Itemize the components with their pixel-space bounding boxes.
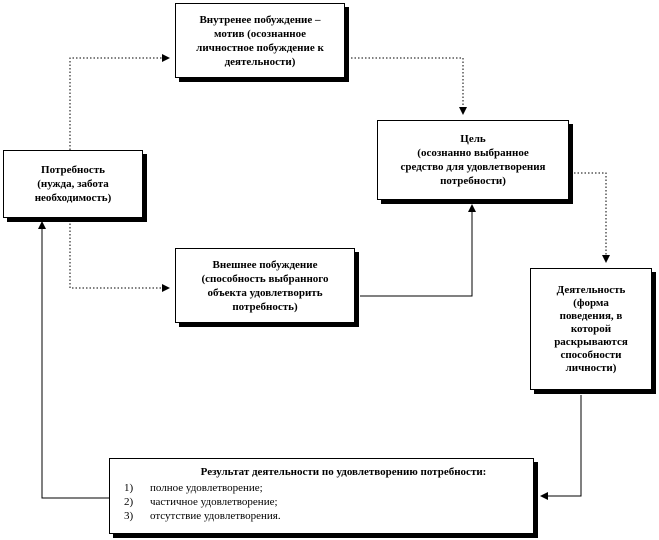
need-box: Потребность (нужда, забота необходимость… <box>3 150 143 218</box>
result-list: 1) полное удовлетворение; 2) частичное у… <box>124 481 523 523</box>
result-title: Результат деятельности по удовлетворению… <box>200 466 487 478</box>
arrow-external-to-goal <box>360 204 476 297</box>
list-item-text: отсутствие удовлетворения. <box>150 510 281 522</box>
result-box: Результат деятельности по удовлетворению… <box>109 458 534 534</box>
motive-line: деятельности) <box>224 55 296 68</box>
activity-line: личности) <box>565 361 617 374</box>
goal-line: Цель <box>460 133 486 145</box>
list-item-number: 3) <box>124 510 134 522</box>
goal-line: средство для удовлетворения <box>400 161 546 173</box>
list-item: 1) полное удовлетворение; <box>124 481 523 495</box>
external-line: потребность) <box>232 300 298 313</box>
need-line: (нужда, забота <box>37 178 109 190</box>
goal-box: Цель (осознанно выбранное средство для у… <box>377 120 569 200</box>
arrow-goal-to-activity <box>574 172 610 263</box>
motive-box: Внутренее побуждение – мотив (осознанное… <box>175 3 345 78</box>
motive-line: мотив (осознанное <box>214 27 306 40</box>
external-line: объекта удовлетворить <box>207 286 323 299</box>
arrow-result-to-need <box>38 221 109 499</box>
activity-line: Деятельность <box>556 283 626 296</box>
external-line: Внешнее побуждение <box>212 258 318 271</box>
motive-line: Внутренее побуждение – <box>199 13 321 26</box>
activity-line: (форма <box>573 296 609 309</box>
activity-line: способности <box>560 348 622 361</box>
list-item: 2) частичное удовлетворение; <box>124 495 523 509</box>
arrow-motive-to-goal <box>351 57 467 115</box>
goal-line: потребности) <box>440 175 506 187</box>
list-item-number: 1) <box>124 482 134 494</box>
list-item-text: частичное удовлетворение; <box>150 496 278 508</box>
activity-line: поведения, в <box>559 309 623 322</box>
external-line: (способность выбранного <box>201 272 329 285</box>
list-item-number: 2) <box>124 496 134 508</box>
activity-line: раскрываются <box>554 335 628 348</box>
goal-line: (осознанно выбранное <box>417 147 529 159</box>
external-box: Внешнее побуждение (способность выбранно… <box>175 248 355 323</box>
arrow-need-to-motive <box>69 54 170 150</box>
need-line: необходимость) <box>34 192 112 204</box>
arrow-need-to-external <box>69 220 170 292</box>
list-item-text: полное удовлетворение; <box>150 482 263 494</box>
arrow-activity-to-result <box>540 395 582 500</box>
activity-box: Деятельность (форма поведения, в которой… <box>530 268 652 390</box>
motive-line: личностное побуждение к <box>196 41 324 54</box>
list-item: 3) отсутствие удовлетворения. <box>124 509 523 523</box>
activity-line: которой <box>570 322 612 335</box>
need-line: Потребность <box>41 164 105 176</box>
